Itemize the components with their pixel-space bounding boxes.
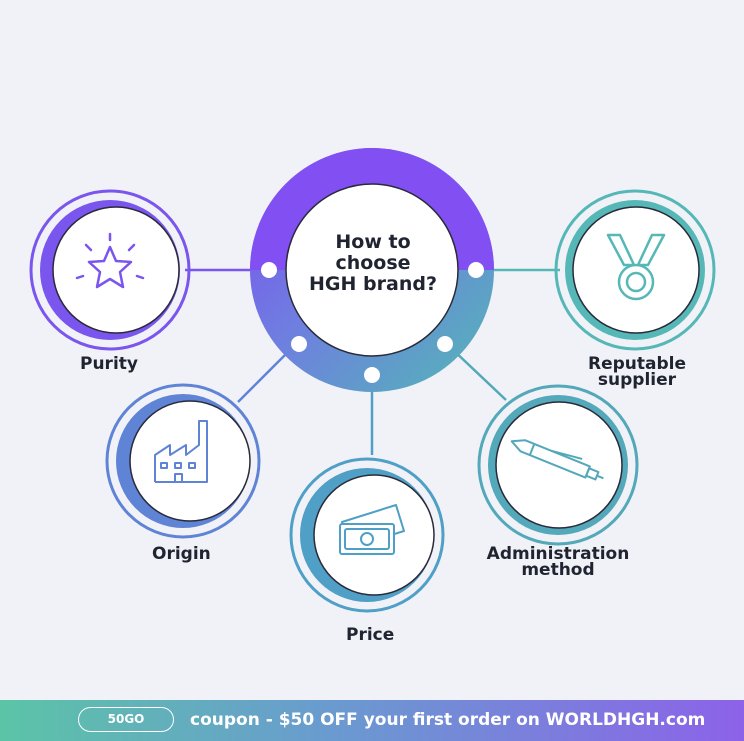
center-title-line: choose (335, 252, 411, 274)
label-line: Purity (80, 354, 138, 374)
label-administration-method: Administration method (468, 544, 648, 580)
star-icon (75, 232, 145, 289)
coupon-code-badge[interactable]: 50GO (78, 707, 174, 732)
connector-admin (450, 347, 507, 401)
connector-dot (364, 367, 380, 383)
label-line: Administration (486, 544, 630, 564)
label-origin: Origin (152, 544, 211, 564)
label-purity: Purity (80, 354, 138, 374)
node-administration-method (477, 384, 639, 546)
connector-dot (437, 336, 453, 352)
connector-dot (468, 262, 484, 278)
label-line: Reputable (587, 354, 686, 374)
center-title-line: How to (335, 231, 411, 253)
center-title-line: HGH brand? (309, 273, 437, 295)
connector-dot (291, 336, 307, 352)
node-purity (29, 189, 191, 351)
label-line: Origin (152, 544, 211, 564)
connector-origin (237, 347, 293, 403)
label-line: method (521, 560, 595, 580)
label-reputable-supplier: Reputable supplier (572, 354, 702, 390)
label-price: Price (346, 625, 395, 645)
pen-icon (510, 439, 604, 481)
coupon-text[interactable]: coupon - $50 OFF your first order on WOR… (190, 710, 706, 730)
label-line: supplier (597, 370, 677, 390)
hgh-brand-diagram (29, 148, 716, 613)
connector-dot (261, 262, 277, 278)
center-node (250, 148, 494, 392)
label-line: Price (346, 625, 395, 645)
node-reputable-supplier (554, 189, 716, 351)
medal-icon (606, 233, 666, 301)
center-title: How to choose HGH brand? (300, 232, 446, 295)
cash-icon (339, 504, 405, 555)
node-origin (105, 383, 261, 539)
factory-icon (154, 420, 208, 483)
node-price (289, 457, 445, 613)
coupon-banner[interactable]: 50GO coupon - $50 OFF your first order o… (0, 700, 744, 741)
